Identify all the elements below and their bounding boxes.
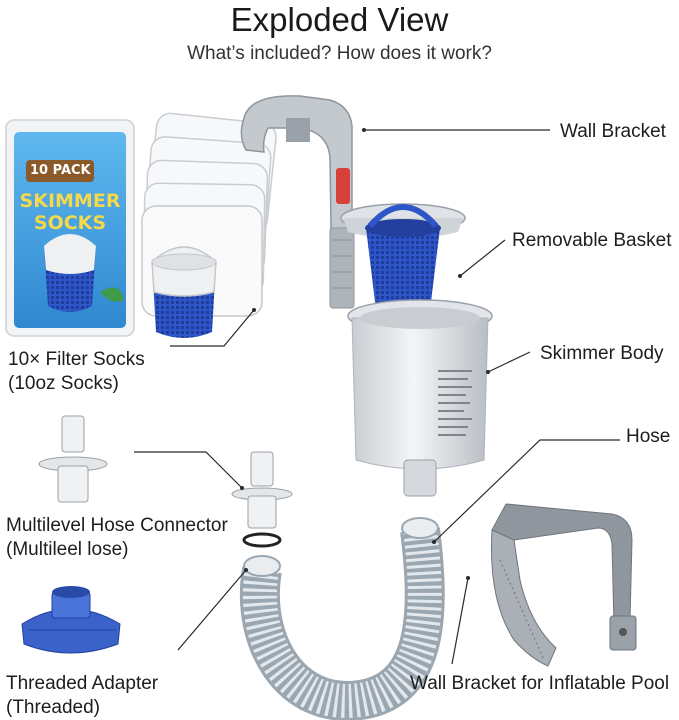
- wall-bracket-part: [240, 95, 355, 309]
- package-name-line1: SKIMMER: [19, 190, 121, 212]
- label-hose-connector-sub: (Multileel lose): [6, 539, 129, 560]
- leader-hose-connector: [134, 451, 243, 489]
- label-wall-bracket: Wall Bracket: [560, 121, 666, 142]
- leader-threaded-adapter: [177, 569, 247, 651]
- label-hose-connector: Multilevel Hose Connector: [6, 515, 228, 536]
- leader-lines: [134, 128, 620, 665]
- skimmer-body-part: [347, 299, 493, 497]
- hose-connector-parts: [38, 415, 293, 529]
- threaded-adapter-part: [21, 586, 121, 654]
- skimmer-socks-package: [5, 119, 135, 337]
- label-hose: Hose: [626, 426, 671, 447]
- package-badge: 10 PACK: [30, 163, 91, 178]
- label-inflatable-bracket: Wall Bracket for Inflatable Pool: [410, 673, 670, 694]
- leader-inflatable-bracket: [451, 577, 469, 665]
- label-removable-basket: Removable Basket: [512, 230, 672, 251]
- label-skimmer-body: Skimmer Body: [540, 343, 664, 364]
- removable-basket-part: [340, 203, 466, 315]
- label-filter-socks-sub: (10oz Socks): [8, 373, 119, 394]
- label-threaded-adapter-sub: (Threaded): [6, 697, 100, 718]
- leader-hose: [433, 439, 620, 543]
- sock-on-basket-sample: [151, 246, 217, 338]
- label-threaded-adapter: Threaded Adapter: [6, 673, 159, 694]
- leader-filter-socks: [170, 309, 255, 347]
- package-name-line2: SOCKS: [33, 212, 107, 234]
- inflatable-pool-bracket-part: [491, 503, 637, 667]
- page-title: Exploded View: [230, 1, 449, 38]
- hose-part: [239, 517, 445, 720]
- leader-skimmer-body: [487, 351, 531, 373]
- leader-removable-basket: [459, 239, 506, 277]
- label-filter-socks: 10× Filter Socks: [8, 349, 145, 370]
- page-subtitle: What’s included? How does it work?: [187, 43, 492, 64]
